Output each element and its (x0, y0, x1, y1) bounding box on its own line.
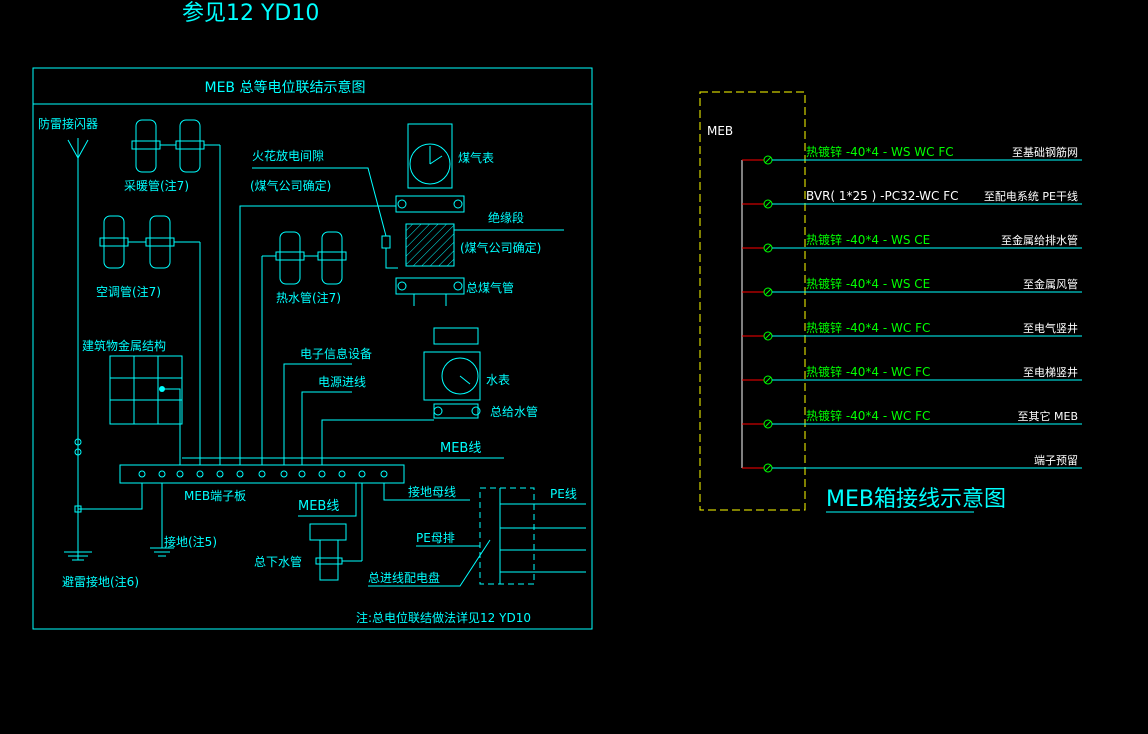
building-metal-grid-icon (109, 355, 183, 465)
row-spec: 热镀锌 -40*4 - WC FC (806, 321, 930, 335)
lightning-arrester-icon (64, 138, 92, 561)
meb-terminal-board-icon (119, 464, 405, 484)
terminal-point (258, 470, 266, 478)
grounding-label: 接地(注5) (164, 534, 217, 549)
row-spec: 热镀锌 -40*4 - WC FC (806, 365, 930, 379)
terminal-point (358, 470, 366, 478)
row-destination: 至电气竖井 (1023, 321, 1078, 335)
heating-pipe-label: 采暖管(注7) (124, 178, 189, 193)
grounding-conductor-label: 接地母线 (408, 484, 456, 499)
power-incoming-label: 电源进线 (318, 375, 366, 389)
terminal-point (196, 470, 204, 478)
gas-bond-line (239, 205, 396, 465)
pe-busbar-label: PE母排 (416, 531, 455, 545)
pe-line-label: PE线 (550, 487, 577, 501)
lightning-grounding-label: 避雷接地(注6) (62, 574, 139, 589)
row-terminal-mark (764, 376, 772, 384)
main-gas-pipe-label: 总煤气管 (466, 280, 514, 295)
water-meter-label: 水表 (486, 373, 510, 387)
row-destination: 至金属给排水管 (1001, 233, 1078, 247)
row-destination: 端子预留 (1034, 454, 1078, 467)
row-destination: 至金属风管 (1023, 277, 1078, 291)
ac-pipe-label: 空调管(注7) (96, 284, 161, 299)
row-terminal-mark (764, 156, 772, 164)
meb-box-label: MEB (707, 124, 733, 138)
row-terminal-mark (764, 420, 772, 428)
terminal-point (216, 470, 224, 478)
meb-line-bottom-label: MEB线 (298, 499, 339, 514)
spark-gap-label: 火花放电间隙 (252, 148, 324, 163)
terminal-points (138, 470, 388, 478)
spark-gap-icon (381, 235, 391, 249)
drain-pipe-icon (309, 483, 363, 581)
meb-line-top-label: MEB线 (440, 441, 481, 456)
ac-pipe-icon (99, 215, 201, 465)
terminal-point (280, 470, 288, 478)
row-terminal-mark (764, 464, 772, 472)
lightning-arrester-label: 防雷接闪器 (38, 116, 98, 131)
row-destination: 至配电系统 PE干线 (984, 189, 1078, 203)
gas-meter-label: 煤气表 (458, 150, 494, 165)
header-note: 参见12 YD10 (182, 1, 319, 26)
water-bond-line (321, 419, 434, 465)
gas-meter-icon (395, 123, 465, 306)
meb-box-wiring-diagram: MEB 热镀锌 -40*4 - WS WC FC 至基础钢筋网 BVR( 1*25 … (699, 91, 1082, 513)
hot-water-pipe-label: 热水管(注7) (276, 290, 341, 305)
terminal-point (176, 470, 184, 478)
row-spec: 热镀锌 -40*4 - WS WC FC (806, 145, 954, 159)
row-destination: 至其它 MEB (1018, 409, 1078, 423)
terminal-point (338, 470, 346, 478)
insulation-note: (煤气公司确定) (460, 240, 541, 255)
footnote: 注:总电位联结做法详见12 YD10 (356, 610, 531, 625)
building-metal-label: 建筑物金属结构 (82, 338, 166, 353)
row-spec: 热镀锌 -40*4 - WS CE (806, 277, 930, 291)
terminal-point (158, 470, 166, 478)
spark-gap-note: (煤气公司确定) (250, 178, 331, 193)
terminal-point (318, 470, 326, 478)
row-spec: 热镀锌 -40*4 - WC FC (806, 409, 930, 423)
row-terminal-mark (764, 244, 772, 252)
row-spec: BVR( 1*25 ) -PC32-WC FC (806, 189, 959, 203)
pe-busbar-box (479, 487, 535, 585)
row-terminal-mark (764, 332, 772, 340)
left-panel-frame (32, 67, 593, 630)
terminal-point (236, 470, 244, 478)
row-terminal-mark (764, 288, 772, 296)
electronic-equipment-label: 电子信息设备 (300, 346, 372, 361)
right-panel-caption: MEB箱接线示意图 (826, 487, 1006, 512)
row-destination: 至基础钢筋网 (1012, 145, 1078, 159)
spark-gap-leader (252, 167, 387, 237)
terminal-point (380, 470, 388, 478)
insulation-section-label: 绝缘段 (488, 210, 524, 225)
meb-terminal-board-label: MEB端子板 (184, 489, 246, 503)
meb-box-outline (699, 91, 806, 511)
wiring-rows: 热镀锌 -40*4 - WS WC FC 至基础钢筋网 BVR( 1*25 ) -P… (741, 145, 1082, 473)
left-panel-title: MEB 总等电位联结示意图 (205, 79, 366, 96)
main-drain-pipe-label: 总下水管 (254, 554, 302, 569)
main-water-supply-label: 总给水管 (490, 404, 538, 419)
terminal-point (138, 470, 146, 478)
meb-bonding-diagram: MEB 总等电位联结示意图 防雷接闪器 避雷接地(注6) 采暖管(注7) (32, 67, 593, 630)
heating-pipe-icon (131, 119, 221, 465)
terminal-point (298, 470, 306, 478)
hot-water-pipe-icon (261, 231, 347, 465)
row-spec: 热镀锌 -40*4 - WS CE (806, 233, 930, 247)
main-incoming-board-label: 总进线配电盘 (368, 570, 440, 585)
row-destination: 至电梯竖井 (1023, 365, 1078, 379)
water-meter-icon (423, 327, 481, 419)
row-terminal-mark (764, 200, 772, 208)
